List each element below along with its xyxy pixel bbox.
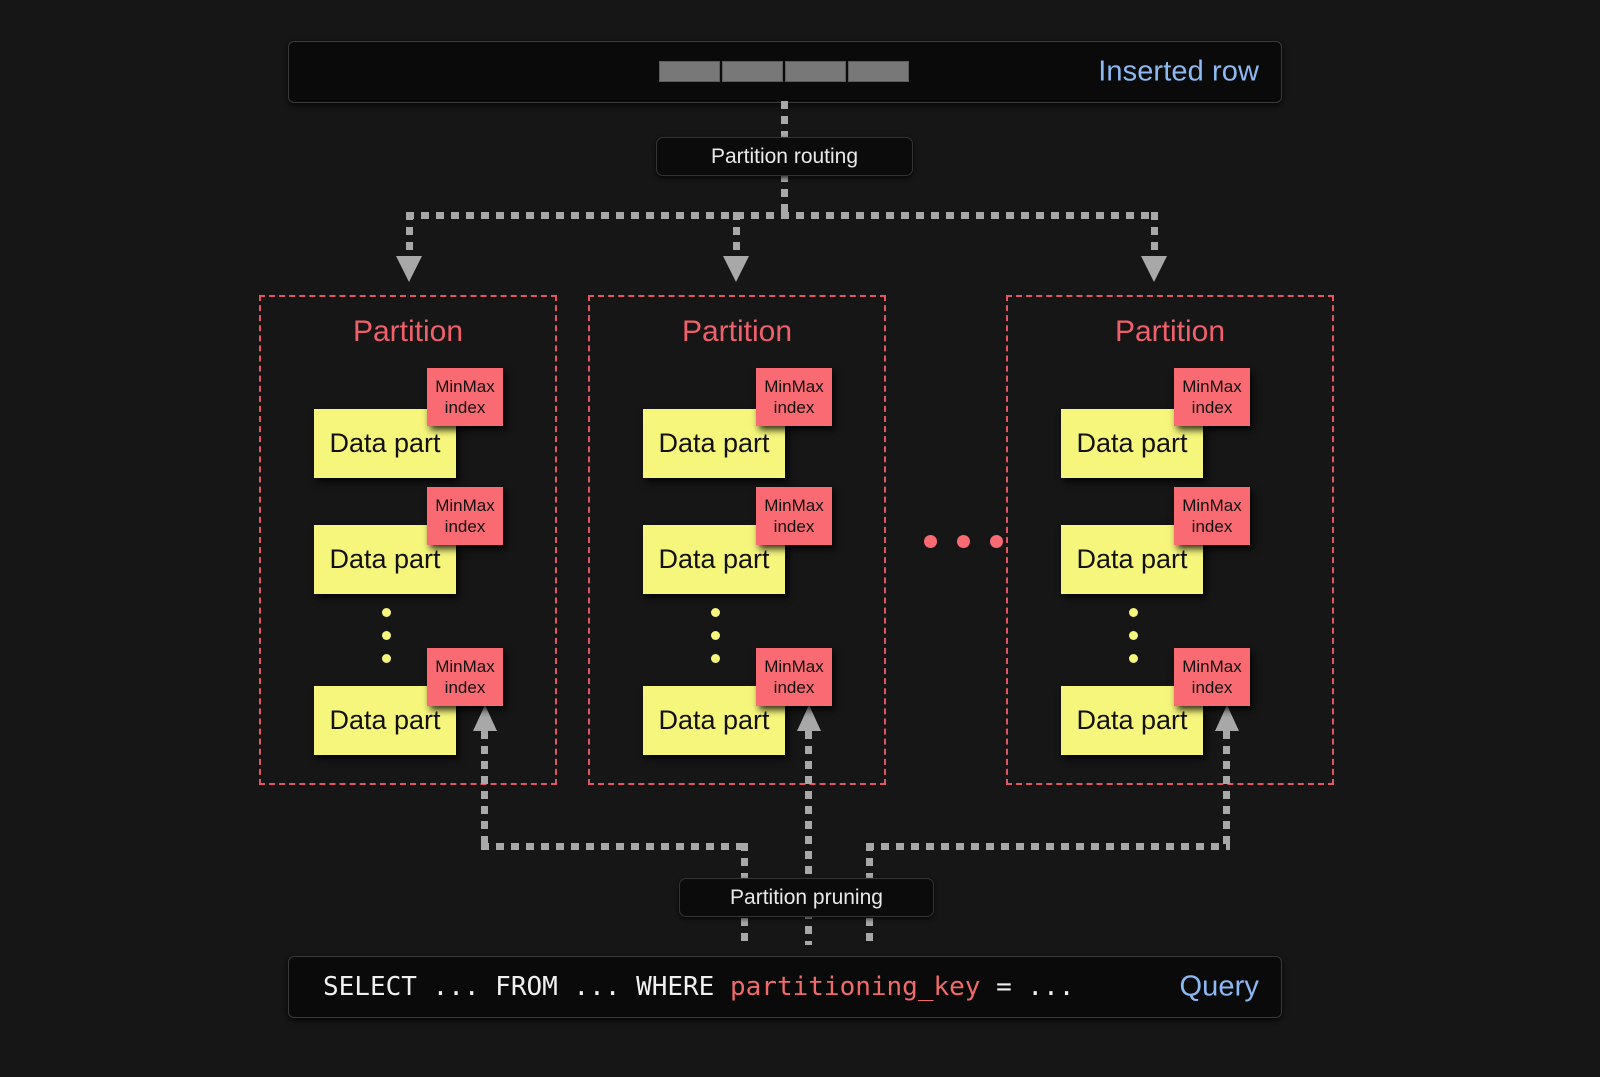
row-cell [848,61,909,82]
query-sql-text: SELECT ... FROM ... WHERE partitioning_k… [323,972,1074,1002]
query-code-prefix: SELECT ... FROM ... WHERE [323,972,730,1002]
data-part: Data part [314,686,456,755]
partition-title-3: Partition [1114,315,1226,348]
routing-leg-3 [1151,212,1158,260]
row-cell [785,61,846,82]
routing-arrow-3 [1141,256,1167,282]
routing-leg-1 [406,212,413,260]
query-partitioning-key: partitioning_key [730,972,981,1002]
partition-pruning-label: Partition pruning [730,885,883,909]
pruning-arrow-2 [797,705,821,731]
data-part-label: Data part [329,705,441,735]
partition-box-3: Partition [1006,295,1334,785]
query-bar: SELECT ... FROM ... WHERE partitioning_k… [288,956,1282,1018]
routing-leg-2 [733,212,740,260]
data-part-label: Data part [1076,705,1188,735]
data-part-ellipsis [711,608,720,677]
inserted-row-label: Inserted row [1098,55,1259,88]
pruning-bus-right [866,843,1230,850]
pruning-arrow-3 [1215,705,1239,731]
partition-box-2: Partition [588,295,886,785]
routing-arrow-1 [396,256,422,282]
pruning-leg-2 [805,731,812,945]
row-cell [722,61,783,82]
connector-row-to-routing [781,101,788,138]
inserted-row-bar: Inserted row [288,41,1282,103]
partition-pruning-box: Partition pruning [679,878,934,917]
partition-routing-label: Partition routing [710,144,859,168]
data-part-label: Data part [1076,544,1188,574]
data-part-label: Data part [1076,428,1188,458]
partition-title-1: Partition [352,315,464,348]
data-part-label: Data part [658,428,770,458]
data-part-label: Data part [329,428,441,458]
routing-bus-line [406,212,1158,219]
pruning-bus-left [481,843,748,850]
partition-ellipsis [924,535,1003,548]
inserted-row-cells [659,61,909,82]
partition-box-1: Partition [259,295,557,785]
query-code-suffix: = ... [980,972,1075,1002]
row-cell [659,61,720,82]
pruning-arrow-1 [473,705,497,731]
data-part-label: Data part [658,544,770,574]
data-part-ellipsis [1129,608,1138,677]
pruning-leg-1 [481,731,488,849]
pruning-leg-3 [1223,731,1230,849]
routing-arrow-2 [723,256,749,282]
data-part-ellipsis [382,608,391,677]
query-label: Query [1179,970,1259,1003]
data-part-label: Data part [329,544,441,574]
partition-routing-box: Partition routing [656,137,913,176]
partition-title-2: Partition [681,315,793,348]
connector-routing-to-bus [781,174,788,214]
data-part-label: Data part [658,705,770,735]
